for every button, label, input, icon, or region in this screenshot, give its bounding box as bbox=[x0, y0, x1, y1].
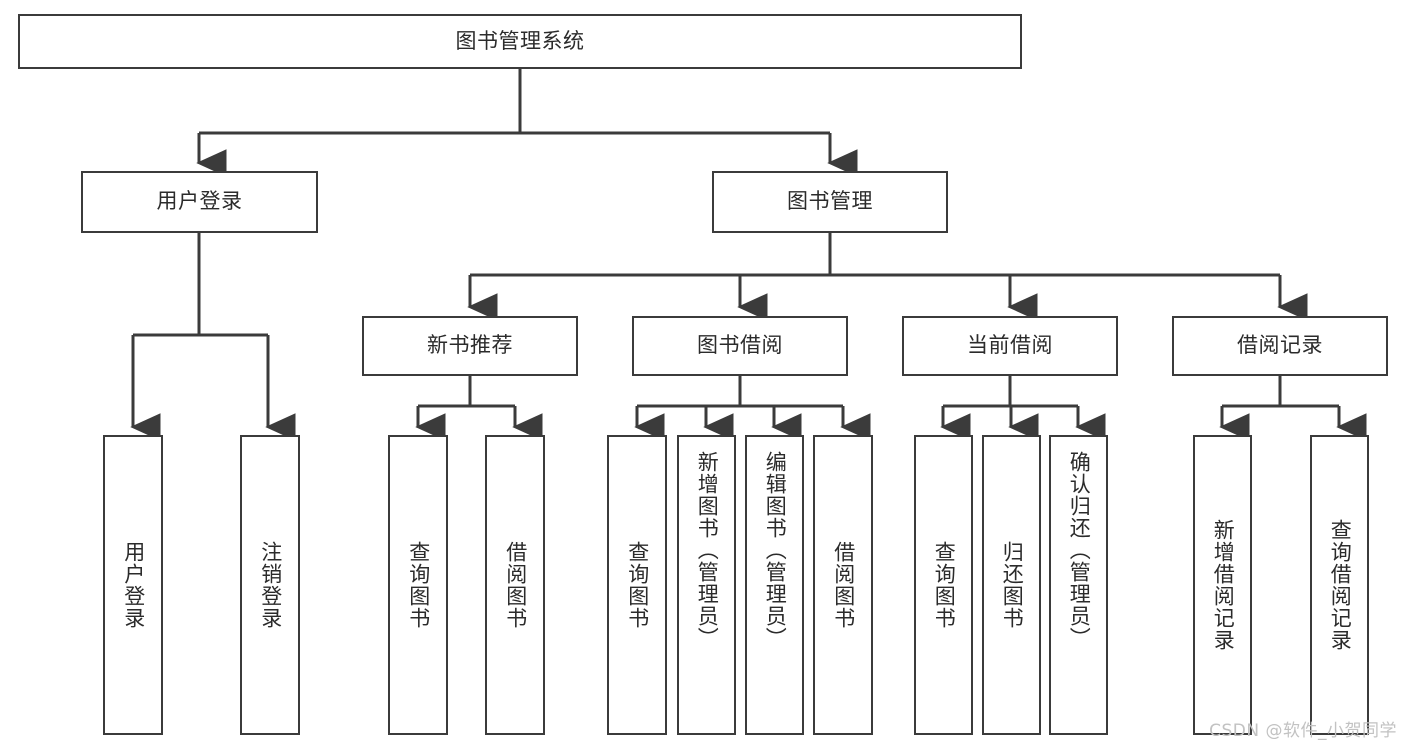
node-root-label: 图书管理系统 bbox=[455, 28, 585, 53]
node-leaf-add-record[interactable]: 新增借阅记录 bbox=[1193, 435, 1252, 735]
node-current-borrow-label: 当前借阅 bbox=[967, 333, 1053, 358]
node-leaf-edit-book[interactable]: 编辑图书（管理员） bbox=[745, 435, 804, 735]
node-leaf-query-book-3[interactable]: 查询图书 bbox=[914, 435, 973, 735]
node-leaf-logout-label: 注销登录 bbox=[258, 541, 283, 629]
node-borrow-record[interactable]: 借阅记录 bbox=[1172, 316, 1388, 376]
node-leaf-borrow-book-1-label: 借阅图书 bbox=[503, 541, 528, 629]
node-current-borrow[interactable]: 当前借阅 bbox=[902, 316, 1118, 376]
node-borrow-record-label: 借阅记录 bbox=[1237, 333, 1323, 358]
node-root[interactable]: 图书管理系统 bbox=[18, 14, 1022, 69]
node-leaf-edit-book-label: 编辑图书（管理员） bbox=[763, 451, 788, 649]
node-leaf-borrow-book-1[interactable]: 借阅图书 bbox=[485, 435, 545, 735]
node-leaf-query-book-2-label: 查询图书 bbox=[625, 541, 650, 629]
node-leaf-return-book[interactable]: 归还图书 bbox=[982, 435, 1041, 735]
node-leaf-user-login-label: 用户登录 bbox=[121, 541, 146, 629]
node-leaf-confirm-return[interactable]: 确认归还（管理员） bbox=[1049, 435, 1108, 735]
watermark: CSDN @软件_小贺同学 bbox=[1209, 721, 1397, 741]
node-book-borrow-label: 图书借阅 bbox=[697, 333, 783, 358]
node-leaf-query-book-1[interactable]: 查询图书 bbox=[388, 435, 448, 735]
node-book-manage-label: 图书管理 bbox=[787, 189, 873, 214]
node-leaf-confirm-return-label: 确认归还（管理员） bbox=[1067, 451, 1092, 649]
node-book-borrow[interactable]: 图书借阅 bbox=[632, 316, 848, 376]
node-leaf-query-book-2[interactable]: 查询图书 bbox=[607, 435, 667, 735]
node-leaf-query-record-label: 查询借阅记录 bbox=[1328, 519, 1353, 651]
node-leaf-add-book[interactable]: 新增图书（管理员） bbox=[677, 435, 736, 735]
node-leaf-logout[interactable]: 注销登录 bbox=[240, 435, 300, 735]
node-leaf-return-book-label: 归还图书 bbox=[1000, 541, 1025, 629]
node-leaf-query-record[interactable]: 查询借阅记录 bbox=[1310, 435, 1369, 735]
node-user-login-label: 用户登录 bbox=[156, 189, 243, 214]
node-book-manage[interactable]: 图书管理 bbox=[712, 171, 948, 233]
node-leaf-add-record-label: 新增借阅记录 bbox=[1211, 519, 1236, 651]
node-new-book-recommend[interactable]: 新书推荐 bbox=[362, 316, 578, 376]
node-user-login[interactable]: 用户登录 bbox=[81, 171, 318, 233]
node-leaf-add-book-label: 新增图书（管理员） bbox=[695, 451, 720, 649]
node-new-book-recommend-label: 新书推荐 bbox=[427, 333, 513, 358]
node-leaf-query-book-3-label: 查询图书 bbox=[932, 541, 957, 629]
node-leaf-query-book-1-label: 查询图书 bbox=[406, 541, 431, 629]
node-leaf-user-login[interactable]: 用户登录 bbox=[103, 435, 163, 735]
node-leaf-borrow-book-2[interactable]: 借阅图书 bbox=[813, 435, 873, 735]
node-leaf-borrow-book-2-label: 借阅图书 bbox=[831, 541, 856, 629]
